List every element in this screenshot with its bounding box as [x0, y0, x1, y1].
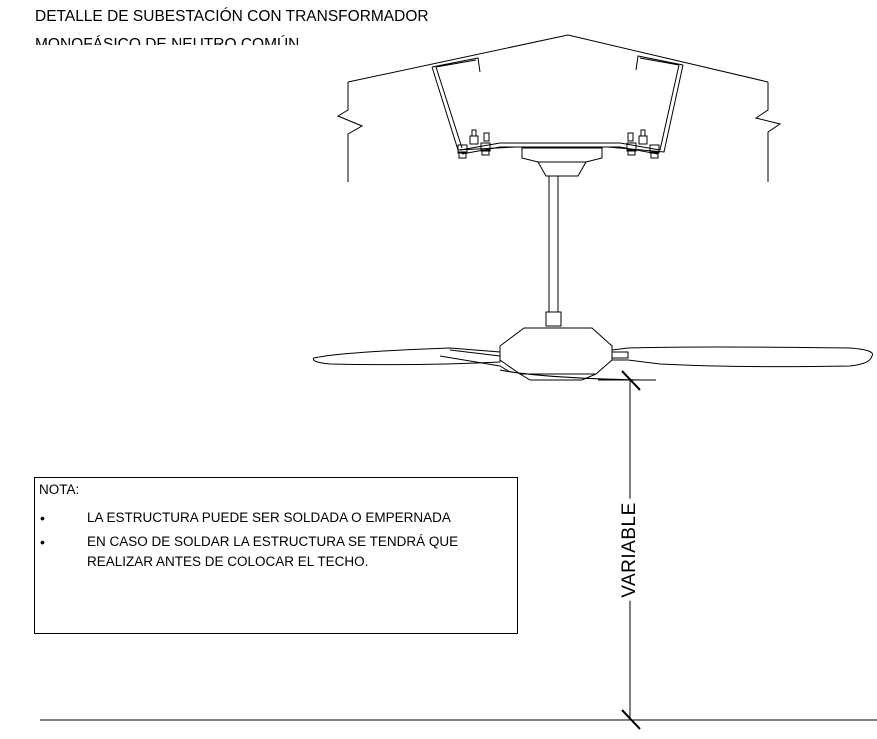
note-item-text: EN CASO DE SOLDAR LA ESTRUCTURA SE TENDR… — [87, 534, 459, 569]
fan-motor-housing — [499, 327, 613, 375]
fan-downrod — [548, 176, 559, 312]
roof-right-slope — [567, 34, 769, 83]
note-item: • LA ESTRUCTURA PUEDE SER SOLDADA O EMPE… — [35, 508, 517, 528]
fan-blade-right-arm — [612, 351, 629, 359]
bullet-icon: • — [40, 510, 45, 526]
note-heading: NOTA: — [39, 482, 80, 497]
fan-motor-underside — [519, 373, 597, 381]
drawing-title-line-2: MONOFÁSICO DE NEUTRO COMÚN — [35, 36, 300, 45]
fan-blade-right — [611, 346, 874, 368]
fan-canopy — [521, 147, 603, 163]
fan-rod-coupler — [545, 311, 562, 327]
bolts-left — [457, 129, 491, 159]
left-wall — [336, 82, 364, 182]
roof-left-slope — [347, 34, 569, 83]
drawing-title-line-2-clip: MONOFÁSICO DE NEUTRO COMÚN — [35, 33, 395, 45]
right-wall — [754, 82, 782, 182]
note-item: • EN CASO DE SOLDAR LA ESTRUCTURA SE TEN… — [35, 532, 517, 572]
note-box: NOTA: • LA ESTRUCTURA PUEDE SER SOLDADA … — [34, 477, 518, 634]
fan-blade-rear — [499, 369, 654, 381]
bolts-right — [626, 129, 660, 159]
fan-blade-left-iron — [439, 349, 511, 373]
drawing-title-line-1: DETALLE DE SUBESTACIÓN CON TRANSFORMADOR — [35, 8, 429, 25]
dimension-label: VARIABLE — [619, 499, 641, 601]
right-bracket — [607, 55, 684, 153]
note-list: • LA ESTRUCTURA PUEDE SER SOLDADA O EMPE… — [35, 508, 517, 576]
bullet-icon: • — [40, 534, 45, 550]
fan-collar — [537, 161, 587, 177]
fan-blade-left — [312, 347, 501, 366]
note-item-text: LA ESTRUCTURA PUEDE SER SOLDADA O EMPERN… — [87, 510, 451, 525]
